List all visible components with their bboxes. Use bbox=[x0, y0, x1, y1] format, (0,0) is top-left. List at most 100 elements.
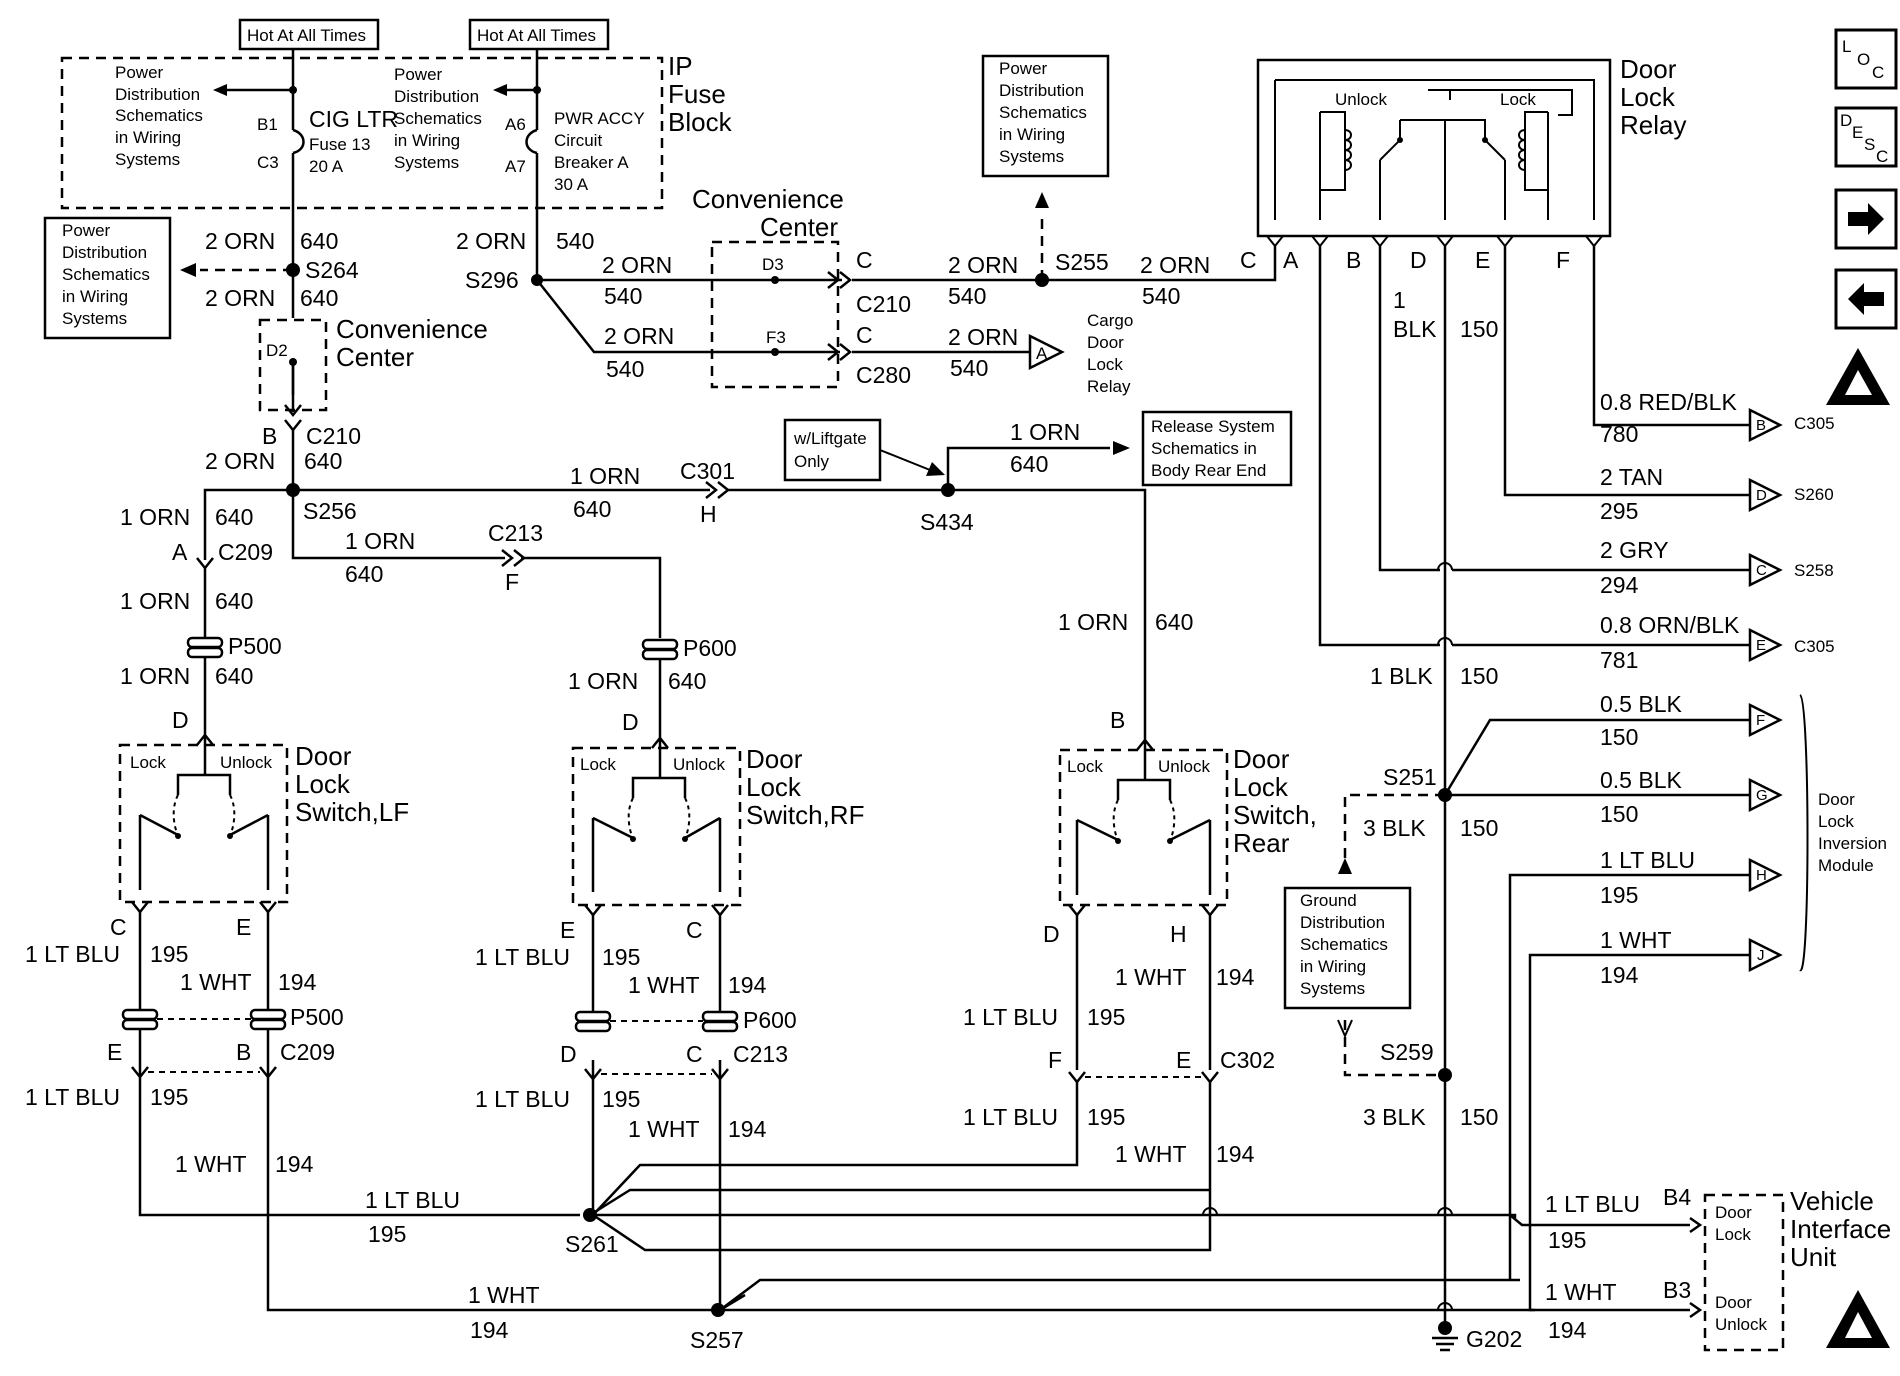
svg-text:Power: Power bbox=[115, 63, 164, 82]
svg-text:2 ORN: 2 ORN bbox=[948, 252, 1018, 278]
svg-text:Center: Center bbox=[336, 342, 414, 372]
svg-text:P500: P500 bbox=[228, 633, 282, 659]
wire-781 bbox=[1318, 246, 1750, 647]
loc-label: L bbox=[1842, 37, 1851, 56]
svg-text:D: D bbox=[1756, 487, 1767, 504]
svg-text:Release System: Release System bbox=[1151, 417, 1275, 436]
svg-text:in Wiring: in Wiring bbox=[62, 287, 128, 306]
wire-295 bbox=[1503, 246, 1750, 497]
svg-text:0.5 BLK: 0.5 BLK bbox=[1600, 691, 1682, 717]
svg-text:195: 195 bbox=[1087, 1104, 1125, 1130]
svg-text:E: E bbox=[1852, 123, 1863, 142]
svg-text:F: F bbox=[1756, 712, 1765, 729]
pd-schematics-box-left bbox=[43, 216, 172, 340]
svg-text:2 TAN: 2 TAN bbox=[1600, 464, 1663, 490]
svg-text:Systems: Systems bbox=[394, 153, 459, 172]
svg-text:1: 1 bbox=[1393, 287, 1406, 313]
loc-button[interactable]: L O C bbox=[1834, 28, 1898, 90]
p600-connector-top: P600 bbox=[641, 635, 737, 661]
svg-text:Unlock: Unlock bbox=[1335, 90, 1387, 109]
svg-text:S251: S251 bbox=[1383, 764, 1437, 790]
svg-text:2 ORN: 2 ORN bbox=[205, 228, 275, 254]
svg-text:Lock: Lock bbox=[580, 755, 616, 774]
svg-text:H: H bbox=[1756, 867, 1767, 884]
door-lock-relay-outline bbox=[1256, 58, 1612, 238]
svg-text:S434: S434 bbox=[920, 509, 974, 535]
svg-text:D: D bbox=[1410, 247, 1427, 273]
svg-text:640: 640 bbox=[300, 228, 338, 254]
svg-text:Schematics: Schematics bbox=[115, 106, 203, 125]
svg-text:Lock: Lock bbox=[1818, 812, 1854, 831]
desc-button[interactable]: D E S C bbox=[1834, 106, 1898, 168]
splice-s259 bbox=[1438, 1068, 1452, 1082]
svg-text:w/Liftgate: w/Liftgate bbox=[793, 429, 867, 448]
svg-text:Vehicle: Vehicle bbox=[1790, 1186, 1874, 1216]
svg-text:Lock: Lock bbox=[1233, 772, 1289, 802]
svg-text:640: 640 bbox=[573, 496, 611, 522]
svg-text:D: D bbox=[172, 707, 189, 733]
prev-button[interactable] bbox=[1834, 268, 1898, 330]
svg-text:C: C bbox=[856, 247, 873, 273]
svg-text:C213: C213 bbox=[733, 1041, 788, 1067]
svg-text:Switch,LF: Switch,LF bbox=[295, 797, 409, 827]
svg-text:D: D bbox=[622, 709, 639, 735]
svg-text:194: 194 bbox=[1216, 964, 1255, 990]
svg-text:150: 150 bbox=[1600, 801, 1638, 827]
svg-text:150: 150 bbox=[1600, 724, 1638, 750]
svg-text:Power: Power bbox=[62, 221, 111, 240]
svg-text:0.8 RED/BLK: 0.8 RED/BLK bbox=[1600, 389, 1737, 415]
svg-text:194: 194 bbox=[728, 972, 767, 998]
svg-text:540: 540 bbox=[604, 283, 642, 309]
svg-text:Unlock: Unlock bbox=[673, 755, 725, 774]
next-button[interactable] bbox=[1834, 188, 1898, 250]
svg-text:150: 150 bbox=[1460, 663, 1498, 689]
svg-text:1 WHT: 1 WHT bbox=[1600, 927, 1672, 953]
svg-text:Fuse 13: Fuse 13 bbox=[309, 135, 370, 154]
svg-text:1 BLK: 1 BLK bbox=[1370, 663, 1433, 689]
svg-text:C210: C210 bbox=[856, 291, 911, 317]
svg-text:195: 195 bbox=[1087, 1004, 1125, 1030]
svg-text:E: E bbox=[560, 917, 575, 943]
ground-g202-icon bbox=[1432, 1321, 1458, 1352]
svg-text:C213: C213 bbox=[488, 520, 543, 546]
svg-text:Schematics in: Schematics in bbox=[1151, 439, 1257, 458]
svg-text:150: 150 bbox=[1460, 316, 1498, 342]
svg-text:20 A: 20 A bbox=[309, 157, 344, 176]
arrow-right-icon bbox=[1848, 203, 1884, 235]
svg-text:A6: A6 bbox=[505, 115, 526, 134]
svg-text:640: 640 bbox=[304, 448, 342, 474]
svg-text:in Wiring: in Wiring bbox=[394, 131, 460, 150]
svg-text:A7: A7 bbox=[505, 157, 526, 176]
svg-text:O: O bbox=[1857, 50, 1870, 69]
arrow-left-icon bbox=[1848, 283, 1884, 315]
svg-text:1 WHT: 1 WHT bbox=[628, 972, 700, 998]
svg-text:C209: C209 bbox=[280, 1039, 335, 1065]
svg-text:1 ORN: 1 ORN bbox=[120, 663, 190, 689]
svg-text:Lock: Lock bbox=[1500, 90, 1536, 109]
svg-text:Only: Only bbox=[794, 452, 829, 471]
pwr-accy-label: PWR ACCY bbox=[554, 109, 645, 128]
svg-text:195: 195 bbox=[150, 941, 188, 967]
svg-text:1 LT BLU: 1 LT BLU bbox=[1600, 847, 1695, 873]
svg-text:C305: C305 bbox=[1794, 637, 1835, 656]
svg-text:540: 540 bbox=[948, 283, 986, 309]
svg-text:Lock: Lock bbox=[1067, 757, 1103, 776]
svg-text:Lock: Lock bbox=[295, 769, 351, 799]
svg-text:S258: S258 bbox=[1794, 561, 1834, 580]
svg-text:640: 640 bbox=[1155, 609, 1193, 635]
svg-text:Module: Module bbox=[1818, 856, 1874, 875]
svg-text:Hot At All Times: Hot At All Times bbox=[477, 26, 596, 45]
svg-text:C: C bbox=[110, 914, 127, 940]
svg-text:1 ORN: 1 ORN bbox=[1010, 419, 1080, 445]
svg-text:B: B bbox=[1110, 707, 1125, 733]
svg-text:Ground: Ground bbox=[1300, 891, 1357, 910]
svg-text:C: C bbox=[686, 1041, 703, 1067]
svg-text:194: 194 bbox=[1216, 1141, 1255, 1167]
p600-connector-bottom: P600 bbox=[574, 1007, 797, 1033]
svg-text:Door: Door bbox=[746, 744, 803, 774]
svg-text:1 WHT: 1 WHT bbox=[628, 1116, 700, 1142]
svg-text:S260: S260 bbox=[1794, 485, 1834, 504]
svg-text:S255: S255 bbox=[1055, 249, 1109, 275]
svg-text:S259: S259 bbox=[1380, 1039, 1434, 1065]
